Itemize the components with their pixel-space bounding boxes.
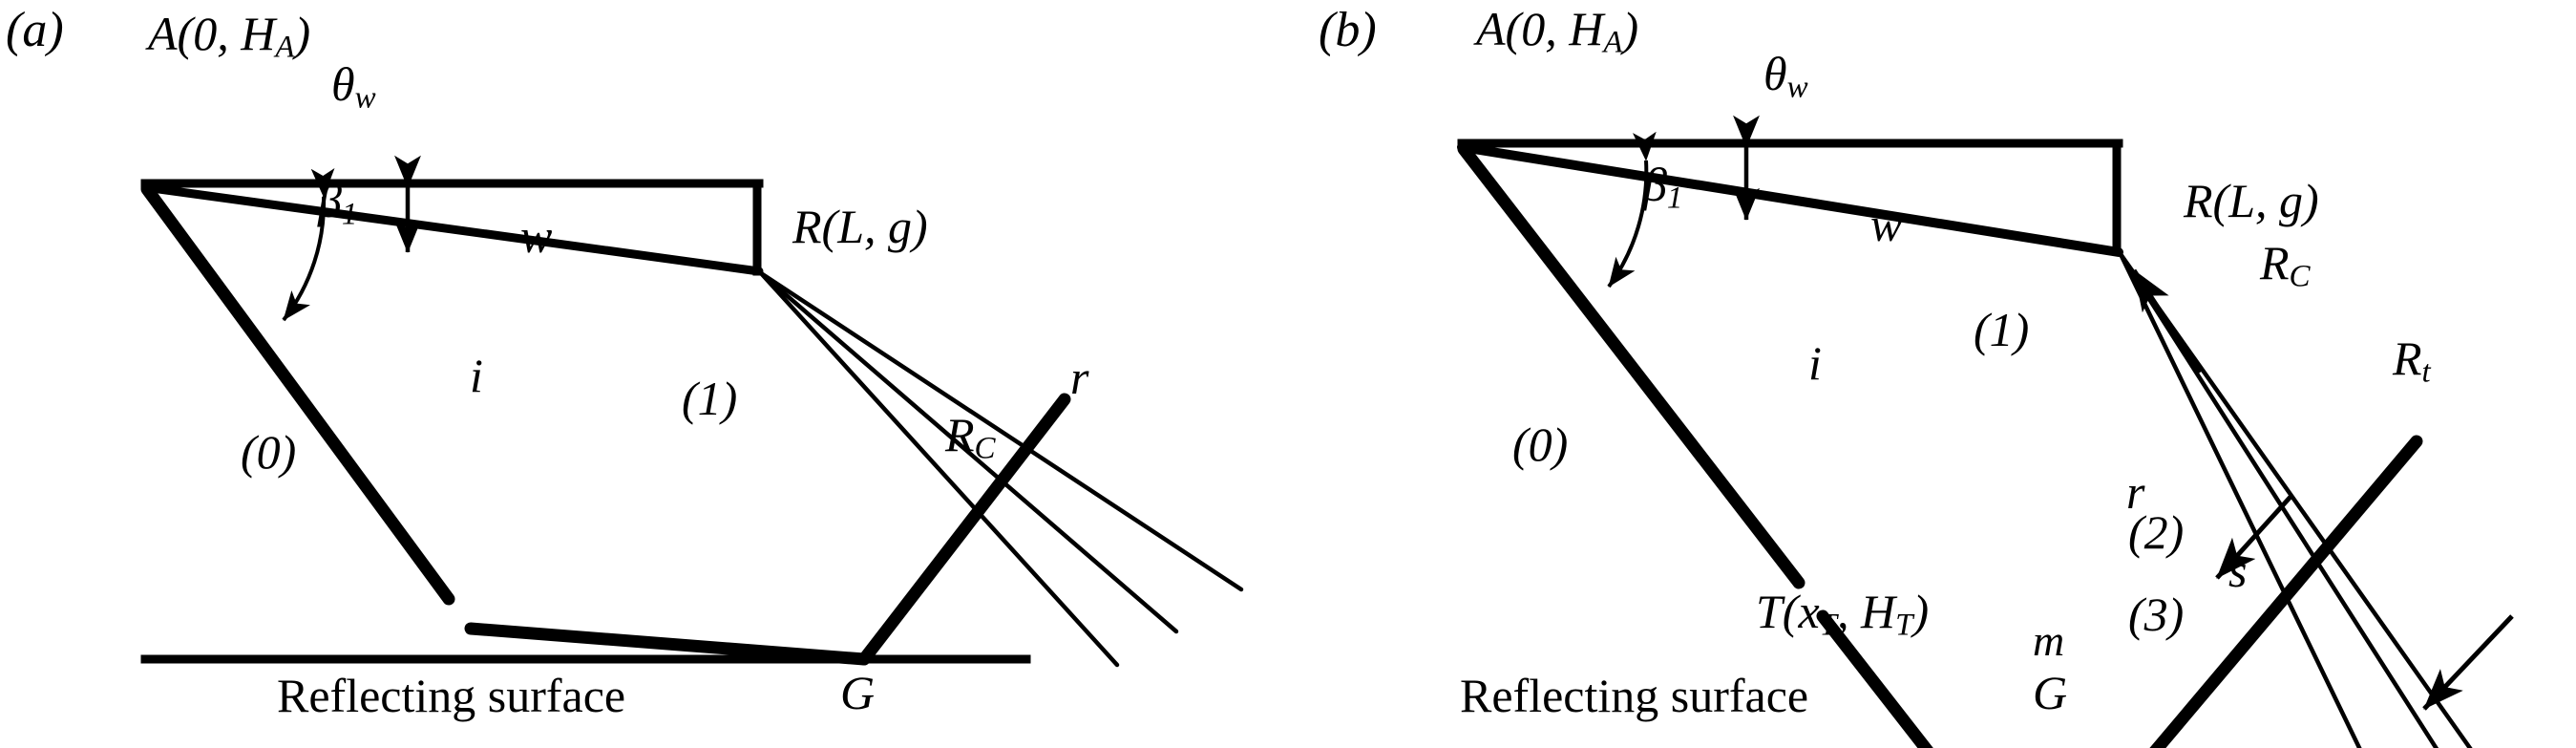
theta-glyph-b: θ bbox=[1763, 47, 1787, 100]
ray-rc-label-a: RC bbox=[945, 411, 996, 464]
incident-ray-i-a-part1 bbox=[140, 182, 455, 606]
ray-rc-label-b: RC bbox=[2260, 239, 2311, 292]
source-point-end-b: ) bbox=[1622, 2, 1639, 55]
angle-arc-beta1-a bbox=[282, 168, 335, 322]
incident-ray-label-i-b: i bbox=[1808, 336, 1822, 390]
target-point-sub2-b: T bbox=[1895, 608, 1913, 643]
source-point-label-a: A(0, HA) bbox=[148, 10, 310, 63]
panel-label-a: (a) bbox=[6, 3, 64, 57]
reflecting-surface-label-a: Reflecting surface bbox=[277, 669, 626, 722]
angle-theta-w-label-b: θw bbox=[1763, 50, 1808, 103]
target-point-sub1-b: T bbox=[1819, 608, 1838, 643]
pointer-arrow-rc-b bbox=[2215, 495, 2292, 580]
rc-sub-b: C bbox=[2289, 259, 2311, 294]
refracted-ray-3-a bbox=[758, 270, 1244, 592]
ground-point-label-a: G bbox=[840, 666, 876, 719]
refraction-point-label-b: R(L, g) bbox=[2184, 174, 2319, 227]
rc-glyph-b: R bbox=[2260, 236, 2290, 289]
reflected-ray-label-r-a: r bbox=[1070, 351, 1089, 404]
ray-rt-label-b: Rt bbox=[2393, 334, 2431, 388]
rc-sub-a: C bbox=[974, 431, 996, 466]
refraction-point-label-a: R(L, g) bbox=[792, 200, 928, 253]
source-point-label-b: A(0, HA) bbox=[1476, 5, 1638, 58]
target-point-mid-b: , H bbox=[1837, 585, 1896, 638]
panel-b: (b) A(0, HA) θw β1 w R(L, g) RC Rt i (0)… bbox=[1288, 0, 2576, 748]
incident-ray-i-a-part2 bbox=[464, 622, 871, 666]
source-point-text-b: A(0, H bbox=[1476, 2, 1604, 55]
wavefront-segment-w-a bbox=[140, 182, 764, 276]
wave-label-w-a: w bbox=[520, 209, 553, 263]
refracted-ray-1-a bbox=[758, 270, 1120, 668]
wave-label-w-b: w bbox=[1870, 198, 1903, 251]
angle-arc-beta1-b bbox=[1607, 131, 1657, 289]
theta-glyph-a: θ bbox=[331, 57, 355, 111]
pointer-arrow-rt-b bbox=[2422, 614, 2514, 711]
rt-sub-b: t bbox=[2421, 354, 2431, 390]
angle-beta-1-label-a: β1 bbox=[318, 177, 357, 230]
reflected-ray-label-r-b: r bbox=[2126, 465, 2145, 519]
reflecting-surface-label-b: Reflecting surface bbox=[1460, 669, 1809, 722]
rc-glyph-a: R bbox=[945, 408, 975, 461]
reflected-ray-r-a bbox=[857, 393, 1071, 666]
zone-3-label-b: (3) bbox=[2128, 588, 2185, 641]
scatter-label-s-b: s bbox=[2228, 544, 2248, 597]
refracted-ray-1-b bbox=[2118, 251, 2362, 748]
source-point-sub-b: A bbox=[1603, 25, 1623, 60]
wavefront-segment-w-b bbox=[1457, 142, 2123, 257]
target-point-text-b: T(x bbox=[1756, 585, 1820, 638]
source-point-sub-a: A bbox=[275, 30, 295, 65]
beta-glyph-b: β bbox=[1643, 158, 1667, 211]
incident-ray-i-b-part1 bbox=[1457, 142, 1805, 589]
beta-sub-b: 1 bbox=[1666, 181, 1683, 216]
zone-0-label-a: (0) bbox=[241, 425, 297, 479]
source-point-end-a: ) bbox=[294, 7, 311, 60]
incident-ray-i-b-part2 bbox=[1816, 609, 1933, 748]
panel-label-b: (b) bbox=[1319, 3, 1377, 57]
angle-theta-w-label-a: θw bbox=[331, 60, 376, 114]
mast-label-m-b: m bbox=[2033, 616, 2065, 665]
zone-1-label-a: (1) bbox=[682, 372, 738, 425]
source-point-text-a: A(0, H bbox=[148, 7, 276, 60]
beta-glyph-a: β bbox=[318, 174, 342, 227]
target-point-end-b: ) bbox=[1912, 585, 1930, 638]
refracted-ray-2-b bbox=[2118, 251, 2439, 748]
beta-sub-a: 1 bbox=[341, 197, 358, 232]
theta-sub-b: w bbox=[1786, 70, 1808, 105]
thick-ray-b bbox=[2149, 435, 2423, 748]
ground-point-label-b: G bbox=[2033, 666, 2068, 719]
pointer-arrow-rlg-b bbox=[2131, 268, 2203, 374]
zone-0-label-b: (0) bbox=[1512, 417, 1569, 471]
target-point-label-b: T(xT, HT) bbox=[1756, 588, 1929, 641]
refracted-ray-3-b bbox=[2118, 251, 2473, 748]
panel-a-drawing bbox=[140, 155, 1244, 668]
panel-a: (a) A(0, HA) θw β1 w R(L, g) i (0) (1) R… bbox=[6, 3, 1244, 722]
panel-b-drawing bbox=[1457, 115, 2514, 748]
incident-ray-label-i-a: i bbox=[470, 349, 483, 402]
zone-1-label-b: (1) bbox=[1974, 303, 2030, 356]
zone-2-label-b: (2) bbox=[2128, 505, 2185, 559]
angle-beta-1-label-b: β1 bbox=[1643, 160, 1682, 214]
theta-sub-a: w bbox=[354, 80, 376, 116]
rt-glyph-b: R bbox=[2393, 331, 2422, 385]
refracted-ray-2-a bbox=[758, 270, 1179, 634]
